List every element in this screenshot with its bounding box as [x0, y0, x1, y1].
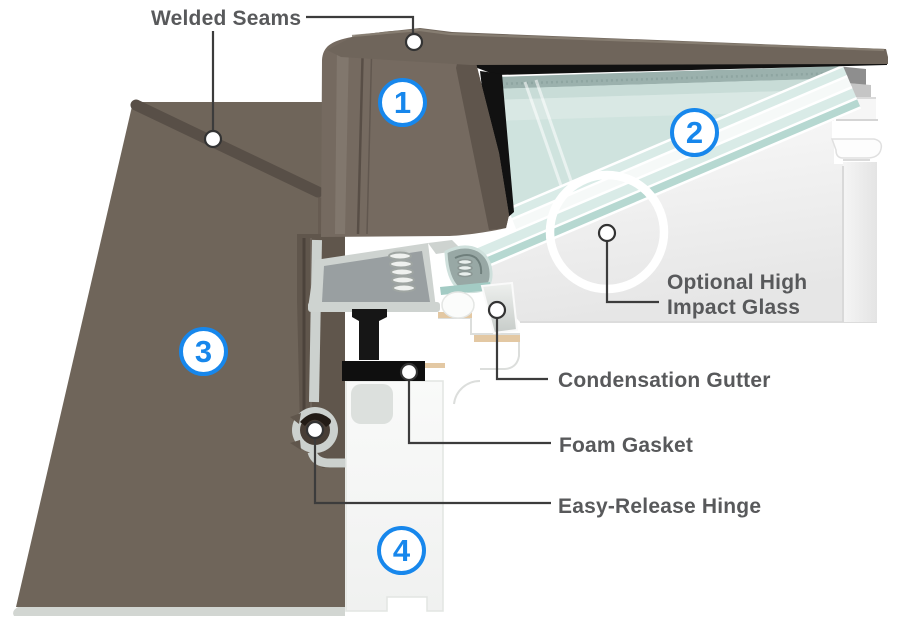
marker-2: 2 — [670, 108, 719, 157]
t-gasket — [352, 309, 387, 360]
marker-3: 3 — [179, 327, 228, 376]
label-welded-seams: Welded Seams — [151, 7, 302, 30]
callout-lines — [211, 15, 659, 505]
label-easy-release-hinge: Easy-Release Hinge — [558, 495, 762, 518]
label-condensation-gutter: Condensation Gutter — [558, 369, 771, 392]
cladding-cap — [327, 28, 888, 65]
mounting-screw — [388, 249, 416, 293]
curb-face-panel — [468, 90, 877, 323]
marker-1: 1 — [378, 78, 427, 127]
cladding — [321, 28, 888, 237]
marker-4: 4 — [377, 526, 426, 575]
curb-steps — [830, 58, 888, 322]
callout-anchor-dots — [203, 32, 617, 440]
label-optional-high-impact-glass: Optional High Impact Glass — [667, 271, 808, 319]
frame-section — [290, 234, 520, 612]
label-foam-gasket: Foam Gasket — [559, 434, 694, 457]
step-flashing — [13, 99, 345, 616]
